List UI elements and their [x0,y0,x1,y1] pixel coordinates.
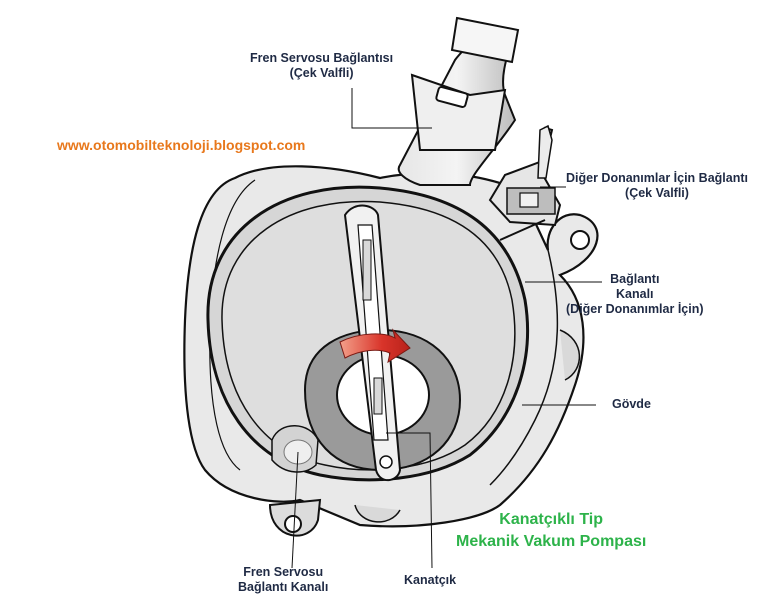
leader-lines [291,88,602,569]
mounting-ear-right [570,230,590,250]
brake-servo-connection-line1: Fren Servosu Bağlantısı [250,51,394,65]
connection-channel-line1: Bağlantı [610,272,660,286]
brake-servo-hose [397,16,520,186]
housing-label-text: Gövde [612,397,651,411]
brake-servo-connection-line2: (Çek Valfli) [289,66,354,80]
caption-line2: Mekanik Vakum Pompası [456,533,647,550]
vane-label-text: Kanatçık [404,573,457,587]
brake-servo-connection-label: Fren Servosu Bağlantısı (Çek Valfli) [250,51,393,81]
brake-servo-channel-line1: Fren Servosu [243,565,324,579]
other-equipment-valve [488,124,562,227]
other-equipment-connection-line1: Diğer Donanımlar İçin Bağlantı [566,171,748,185]
vane-label: Kanatçık [404,573,456,588]
other-equipment-connection-line2: (Çek Valfli) [625,186,689,200]
connection-channel-line2: Kanalı [616,287,654,301]
rotation-arrow [339,328,411,364]
other-equipment-connection-label: Diğer Donanımlar İçin Bağlantı (Çek Valf… [566,171,748,201]
caption-line1: Kanatçıklı Tip [499,511,604,528]
housing-label: Gövde [612,397,651,412]
brake-servo-channel [271,425,319,473]
connection-channel-label: Bağlantı Kanalı (Diğer Donanımlar İçin) [566,272,704,317]
brake-servo-channel-label: Fren Servosu Bağlantı Kanalı [238,565,328,595]
connection-channel-line3: (Diğer Donanımlar İçin) [566,302,704,316]
brake-servo-channel-line2: Bağlantı Kanalı [238,580,329,594]
watermark-url[interactable]: www.otomobilteknoloji.blogspot.com [57,137,306,153]
diagram-caption: Kanatçıklı Tip Mekanik Vakum Pompası [456,509,646,553]
